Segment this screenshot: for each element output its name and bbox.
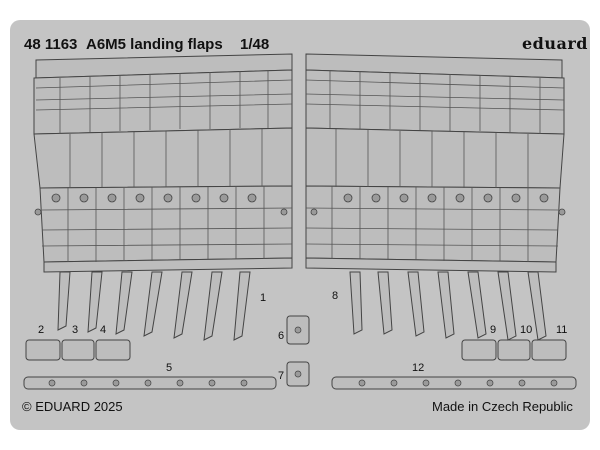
brand-logo-text: eduard bbox=[522, 34, 588, 53]
left-flap-mid-panel bbox=[33, 127, 293, 189]
right-flap-edge-strip bbox=[305, 257, 557, 273]
part-number-11: 11 bbox=[556, 324, 568, 336]
part-9-bracket bbox=[461, 339, 497, 361]
copyright-text: © EDUARD 2025 bbox=[22, 399, 123, 414]
left-flap-edge-strip bbox=[43, 257, 293, 273]
part-number-8: 8 bbox=[332, 290, 339, 302]
part-12-strip bbox=[331, 376, 577, 390]
part-number-4: 4 bbox=[100, 324, 107, 336]
right-flap-mid-panel bbox=[305, 127, 565, 189]
part-number-5: 5 bbox=[166, 362, 173, 374]
left-flap-upper-panel bbox=[33, 69, 293, 135]
part-number-12: 12 bbox=[412, 362, 425, 374]
scale-label: 1/48 bbox=[240, 36, 270, 53]
part-4-bracket bbox=[95, 339, 131, 361]
part-number-9: 9 bbox=[490, 324, 497, 336]
part-number-10: 10 bbox=[520, 324, 533, 336]
product-name: A6M5 landing flaps bbox=[86, 36, 223, 53]
part-10-bracket bbox=[497, 339, 531, 361]
origin-text: Made in Czech Republic bbox=[432, 399, 573, 414]
part-3-bracket bbox=[61, 339, 95, 361]
part-number-7: 7 bbox=[278, 370, 285, 382]
right-flap-upper-panel bbox=[305, 69, 565, 135]
catalog-number: 48 1163 bbox=[24, 36, 78, 53]
part-number-6: 6 bbox=[278, 330, 285, 342]
part-11-bracket bbox=[531, 339, 567, 361]
part-number-1: 1 bbox=[260, 292, 267, 304]
part-2-bracket bbox=[25, 339, 61, 361]
part-number-3: 3 bbox=[72, 324, 79, 336]
part-number-2: 2 bbox=[38, 324, 45, 336]
